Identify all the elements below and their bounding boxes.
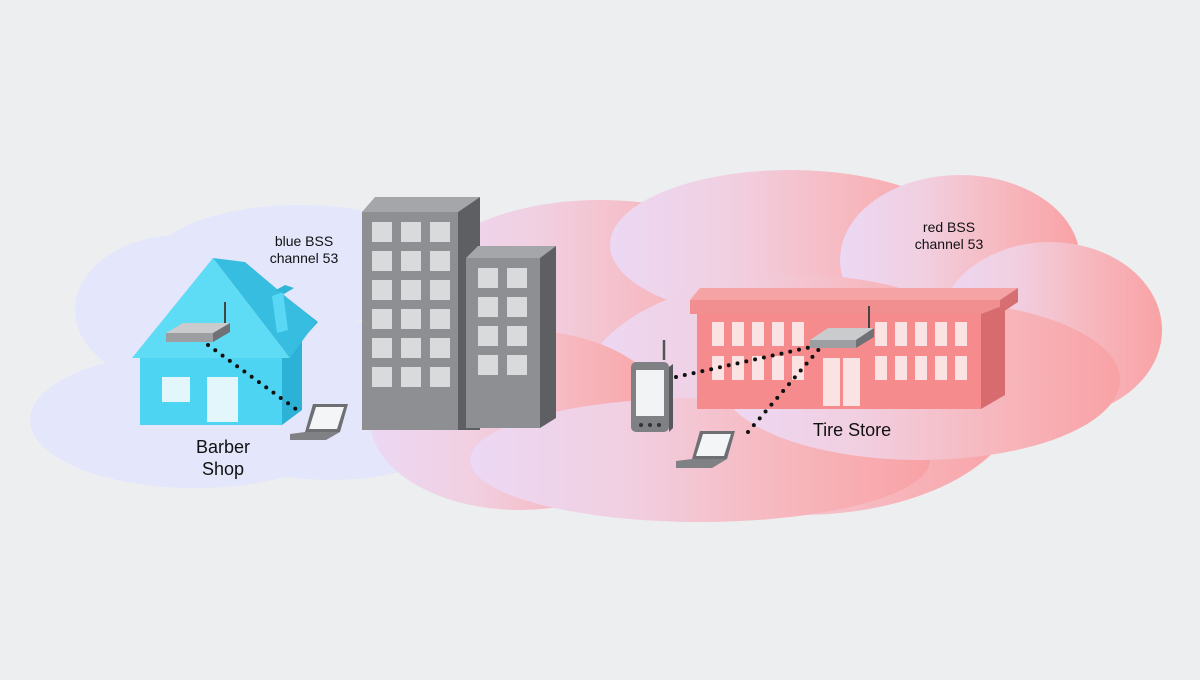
store-window bbox=[712, 322, 724, 346]
building-window bbox=[372, 222, 392, 242]
wireless-links bbox=[206, 343, 822, 434]
building-window bbox=[401, 309, 421, 329]
store-window bbox=[875, 322, 887, 346]
red-bss-name: red BSS bbox=[922, 219, 976, 235]
building-window bbox=[372, 309, 392, 329]
building-window bbox=[401, 251, 421, 271]
store-window bbox=[772, 322, 784, 346]
blue-bss-label: blue BSS channel 53 bbox=[258, 233, 350, 267]
store-building-icon bbox=[690, 288, 1018, 409]
building-window bbox=[507, 355, 527, 375]
store-window bbox=[792, 356, 804, 380]
red-laptop-icon bbox=[676, 431, 735, 468]
building-window bbox=[430, 338, 450, 358]
store-window bbox=[752, 356, 764, 380]
blue-laptop-icon bbox=[290, 404, 348, 440]
tire-store-label: Tire Store bbox=[812, 420, 892, 440]
building-window bbox=[372, 280, 392, 300]
store-window bbox=[772, 356, 784, 380]
blue-access-point-icon bbox=[166, 302, 230, 342]
building-window bbox=[507, 268, 527, 288]
store-window bbox=[935, 322, 947, 346]
red-bss-channel: channel 53 bbox=[914, 236, 984, 252]
building-window bbox=[401, 367, 421, 387]
building-window bbox=[372, 338, 392, 358]
building-window bbox=[430, 280, 450, 300]
barber-shop-label: Barber Shop bbox=[178, 436, 268, 480]
pda-icon bbox=[631, 340, 673, 432]
building-window bbox=[372, 367, 392, 387]
building-window bbox=[478, 268, 498, 288]
building-window bbox=[478, 326, 498, 346]
building-window bbox=[372, 251, 392, 271]
building-window bbox=[430, 222, 450, 242]
store-window bbox=[895, 322, 907, 346]
store-window bbox=[732, 356, 744, 380]
store-window bbox=[792, 322, 804, 346]
store-window bbox=[915, 322, 927, 346]
barber-shop-line2: Shop bbox=[201, 459, 245, 479]
red-access-point-icon bbox=[810, 306, 874, 348]
building-window bbox=[430, 251, 450, 271]
building-window bbox=[507, 297, 527, 317]
building-window bbox=[401, 222, 421, 242]
store-window bbox=[895, 356, 907, 380]
store-window bbox=[752, 322, 764, 346]
barber-shop-line1: Barber bbox=[195, 437, 251, 457]
office-buildings-icon bbox=[362, 197, 556, 430]
building-window bbox=[401, 280, 421, 300]
store-window bbox=[915, 356, 927, 380]
building-window bbox=[430, 309, 450, 329]
blue-bss-name: blue BSS bbox=[274, 233, 334, 249]
building-window bbox=[401, 338, 421, 358]
store-window bbox=[732, 322, 744, 346]
store-window bbox=[712, 356, 724, 380]
store-window bbox=[955, 322, 967, 346]
building-window bbox=[507, 326, 527, 346]
store-window bbox=[935, 356, 947, 380]
building-window bbox=[430, 367, 450, 387]
store-window bbox=[955, 356, 967, 380]
building-window bbox=[478, 355, 498, 375]
building-window bbox=[478, 297, 498, 317]
store-window bbox=[875, 356, 887, 380]
blue-bss-channel: channel 53 bbox=[269, 250, 339, 266]
red-bss-label: red BSS channel 53 bbox=[903, 219, 995, 253]
